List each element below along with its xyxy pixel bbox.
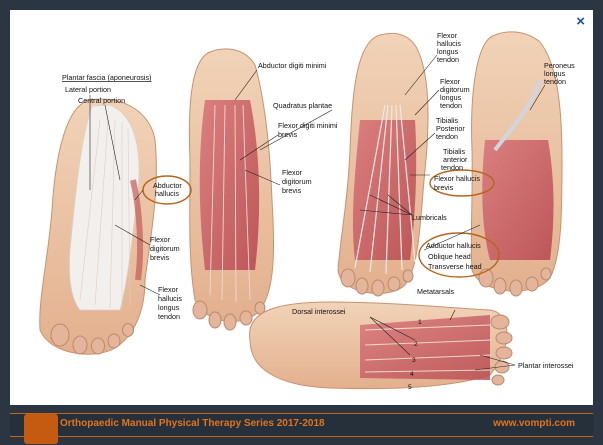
footer: Orthopaedic Manual Physical Therapy Seri…	[0, 405, 603, 445]
label-fdb-1: Flexor	[150, 235, 171, 244]
label-abductor-hallucis-2: hallucis	[155, 189, 179, 198]
label-dorsal-interossei: Dorsal interossei	[292, 307, 346, 316]
label-fdb2-2: digitorum	[282, 177, 312, 186]
massachusetts-logo-icon	[24, 414, 58, 444]
label-oblique-head: Oblique head	[428, 252, 471, 261]
footer-bar: Orthopaedic Manual Physical Therapy Seri…	[10, 413, 593, 437]
label-fdmb-1: Flexor digiti minimi	[278, 121, 338, 130]
label-fdl-4: tendon	[440, 101, 462, 110]
foot-first-layer	[189, 49, 273, 330]
label-lumbricals: Lumbricals	[412, 213, 447, 222]
foot-anatomy-illustration: Plantar fascia (aponeurosis) Lateral por…	[10, 10, 593, 405]
label-metatarsals: Metatarsals	[417, 287, 455, 296]
label-abductor-digiti-minimi: Abductor digiti minimi	[258, 61, 327, 70]
label-fhlt-4: tendon	[437, 55, 459, 64]
foot-interossei	[250, 302, 512, 389]
label-tib-post-3: tendon	[436, 132, 458, 141]
label-fhl-2: hallucis	[158, 294, 182, 303]
label-fdb2-3: brevis	[282, 186, 302, 195]
label-peroneus-3: tendon	[544, 77, 566, 86]
label-fdmb-2: brevis	[278, 130, 298, 139]
label-plantar-interossei: Plantar interossei	[518, 361, 574, 370]
label-metatarsal-2: 2	[414, 341, 418, 348]
label-lateral-portion: Lateral portion	[65, 85, 111, 94]
footer-title: Orthopaedic Manual Physical Therapy Seri…	[60, 418, 325, 429]
label-metatarsal-5: 5	[408, 384, 412, 391]
label-central-portion: Central portion	[78, 96, 125, 105]
label-metatarsal-4: 4	[410, 371, 414, 378]
label-metatarsal-3: 3	[412, 357, 416, 364]
label-fhb-1: Flexor hallucis	[434, 174, 480, 183]
foot-second-layer	[338, 33, 428, 296]
label-plantar-fascia: Plantar fascia (aponeurosis)	[62, 73, 152, 82]
slide-canvas: ×	[10, 10, 593, 405]
label-fhl-1: Flexor	[158, 285, 179, 294]
label-fhb-2: brevis	[434, 183, 454, 192]
label-metatarsal-1: 1	[418, 319, 422, 326]
label-transverse-head: Transverse head	[428, 262, 482, 271]
label-tib-ant-3: tendon	[441, 163, 463, 172]
label-adductor-hallucis: Adductor hallucis	[426, 241, 481, 250]
label-fdb-2: digitorum	[150, 244, 180, 253]
foot-plantar-fascia	[40, 99, 157, 354]
footer-url-link[interactable]: www.vompti.com	[493, 418, 575, 429]
label-fdb2-1: Flexor	[282, 168, 303, 177]
label-fdb-3: brevis	[150, 253, 170, 262]
label-fhl-3: longus	[158, 303, 180, 312]
label-fhl-4: tendon	[158, 312, 180, 321]
label-quadratus-plantae: Quadratus plantae	[273, 101, 332, 110]
